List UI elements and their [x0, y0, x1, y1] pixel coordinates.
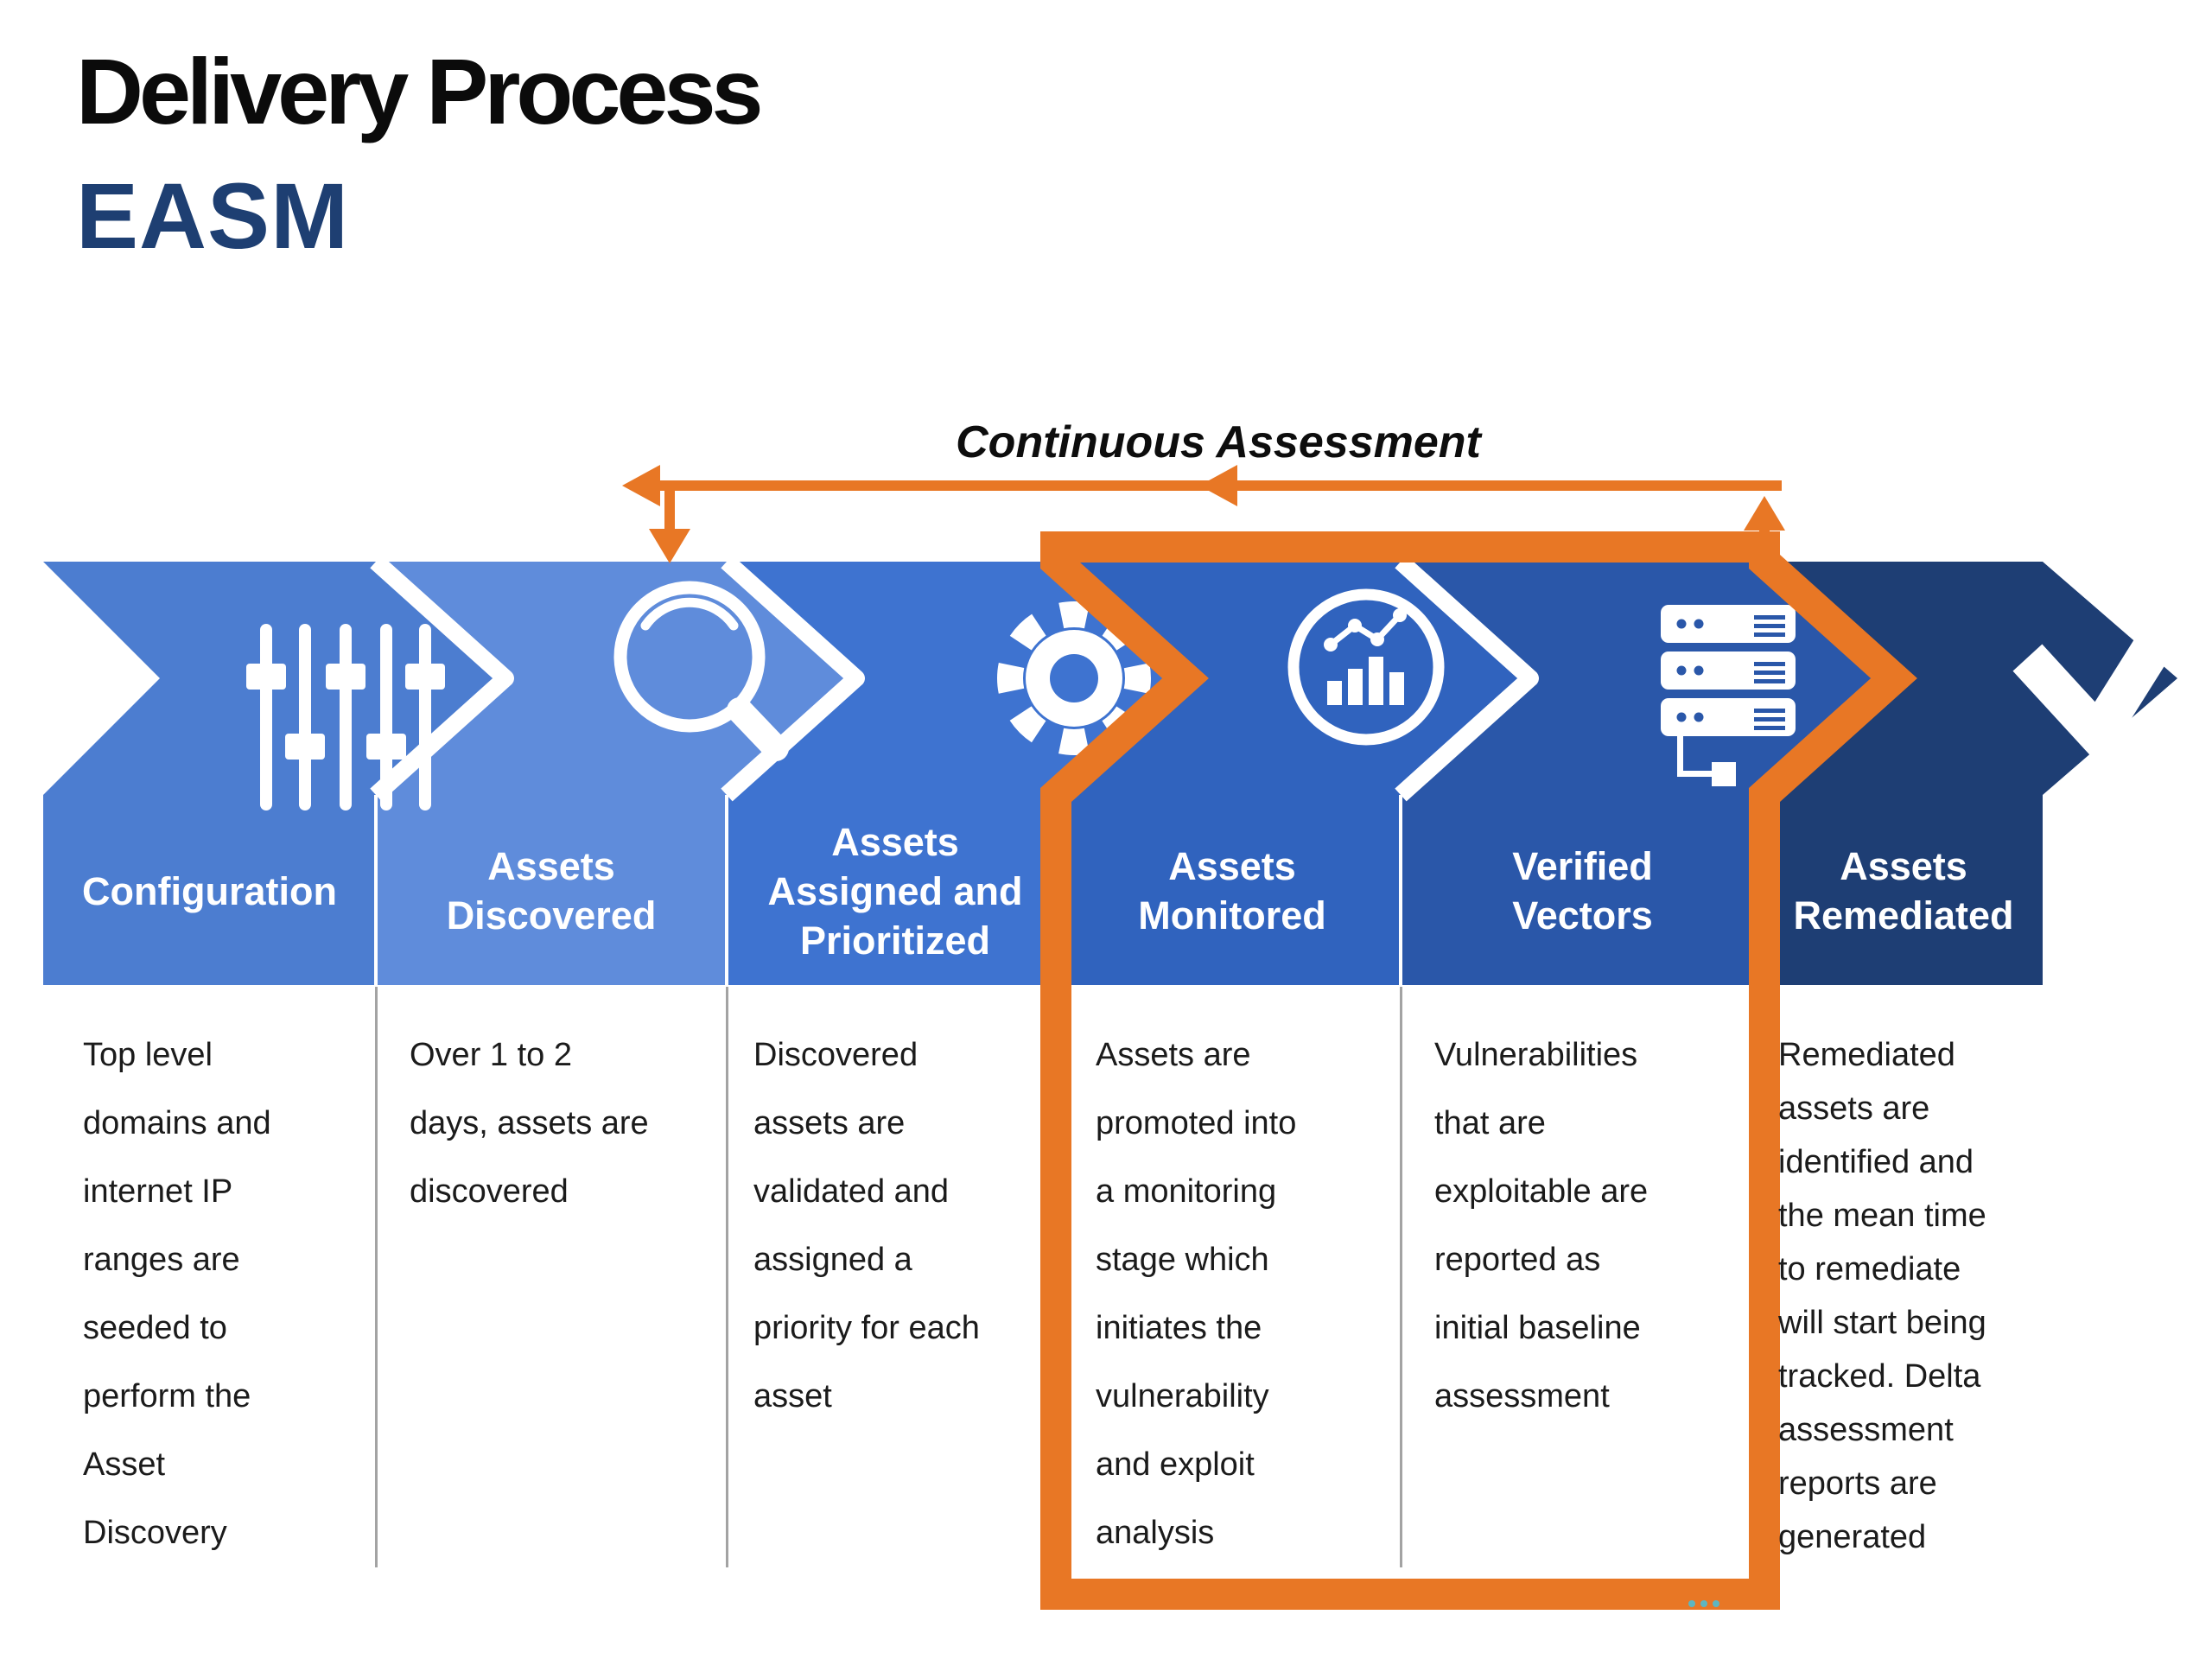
cyan-artifact-dots [1688, 1600, 1719, 1607]
sliders-icon [246, 624, 445, 810]
magnifier-icon [613, 581, 789, 761]
continuous-assessment-annotation [622, 465, 1917, 1610]
stage-label-assets-discovered: Assets Discovered [446, 844, 657, 938]
stage-description-assets-monitored: Assets are promoted into a monitoring st… [1096, 1037, 1297, 1551]
page-subtitle: EASM [76, 163, 350, 268]
servers-icon [1661, 605, 1796, 786]
stage-label-assets-assigned-prioritized: Assets Assigned and Prioritized [767, 819, 1023, 963]
stage-label-verified-vectors: Verified Vectors [1512, 844, 1653, 938]
stage-description-assets-remediated: Remediated assets are identified and the… [1778, 1037, 1986, 1555]
continuous-assessment-label: Continuous Assessment [956, 417, 1481, 467]
stage-description-verified-vectors: Vulnerabilities that are exploitable are… [1434, 1037, 1649, 1414]
stage-description-configuration: Top level domains and internet IP ranges… [83, 1037, 271, 1551]
description-dividers [375, 987, 1402, 1567]
stage-description-assets-discovered: Over 1 to 2 days, assets are discovered [410, 1037, 649, 1210]
stage-label-assets-monitored: Assets Monitored [1138, 844, 1326, 938]
checkmark-icon [2012, 572, 2210, 767]
page-title: Delivery Process [76, 39, 764, 143]
up-arrowhead-icon [1744, 496, 1785, 531]
left-arrowhead-icon [622, 465, 660, 506]
mid-arrowhead-icon [1199, 465, 1237, 506]
stage-1-chevron [43, 562, 376, 985]
separator-chevron-4 [1395, 555, 1539, 802]
stage-label-assets-remediated: Assets Remediated [1793, 844, 2014, 938]
gear-icon [997, 601, 1151, 755]
monitoring-chart-icon [1287, 588, 1445, 746]
continuous-assessment-highlight-box [1040, 531, 1917, 1610]
stage-description-assets-assigned-prioritized: Discovered assets are validated and assi… [753, 1037, 980, 1414]
stage-label-configuration: Configuration [82, 868, 337, 913]
down-arrowhead-icon [649, 529, 690, 563]
